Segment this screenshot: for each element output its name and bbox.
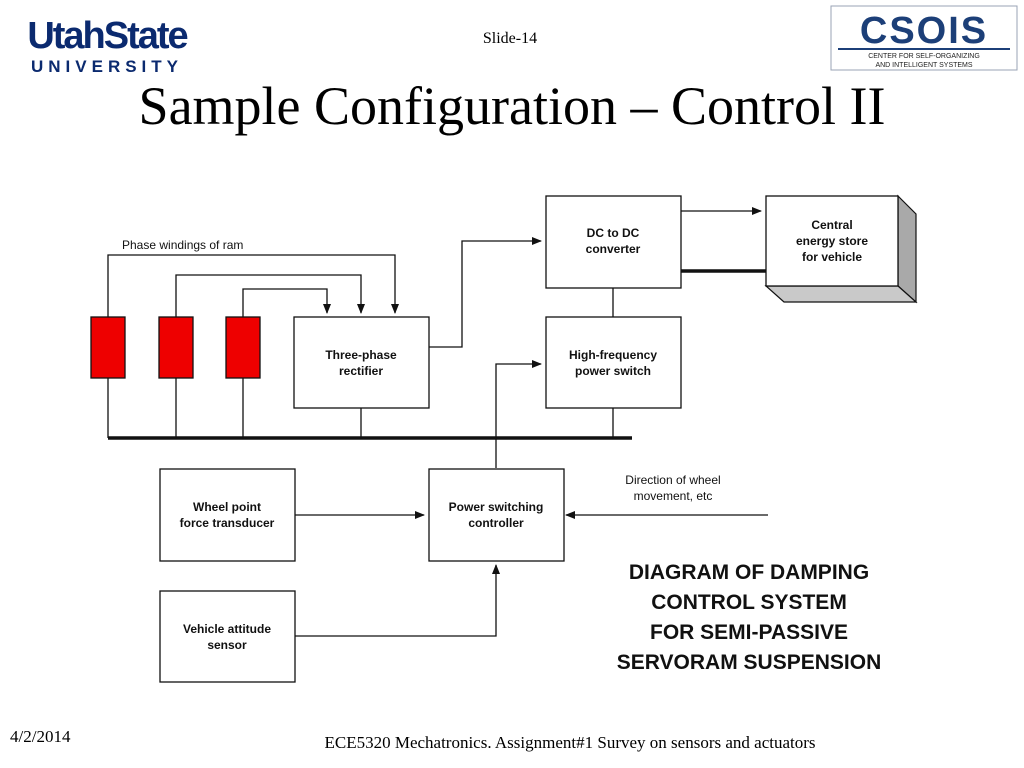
attitude-label-2: sensor [207,638,247,652]
rectifier-label-1: Three-phase [325,348,397,362]
phase-winding-1 [90,316,126,379]
winding-3-connector [242,288,331,317]
diagram-caption-1: DIAGRAM OF DAMPING [629,561,869,584]
transducer-label-2: force transducer [180,516,275,530]
hf-switch-block [545,316,682,409]
winding-2-connector [175,274,365,317]
slide-number: Slide-14 [482,30,538,47]
connector-lines [107,207,768,637]
energy-store-label-3: for vehicle [802,250,862,264]
slide-title: Sample Configuration – Control II [138,76,886,136]
energy-store-block: Central energy store for vehicle [764,194,918,304]
csois-logo: CSOIS CENTER FOR SELF-ORGANIZING AND INT… [830,5,1018,71]
diagram-caption-3: FOR SEMI-PASSIVE [650,621,848,644]
utah-state-university-logo: UtahState UNIVERSITY [27,15,189,76]
hf-switch-label-2: power switch [575,364,651,378]
direction-label-1: Direction of wheel [625,473,720,487]
diagram-caption-4: SERVORAM SUSPENSION [617,651,882,674]
phase-windings-label: Phase windings of ram [122,238,243,252]
winding-1-connector [107,254,399,317]
energy-store-label-1: Central [811,218,852,232]
footer-date: 4/2/2014 [10,727,71,746]
transducer-block [159,468,296,562]
rectifier-label-2: rectifier [339,364,383,378]
rectifier-block [293,316,430,409]
footer-course-text: ECE5320 Mechatronics. Assignment#1 Surve… [324,733,816,752]
phase-winding-3 [225,316,261,379]
usu-logo-line2: UNIVERSITY [31,57,183,76]
controller-to-switch-arrow [495,360,542,468]
dc-converter-block [545,195,682,289]
attitude-sensor-block [159,590,296,683]
rectifier-to-converter-arrow [429,237,542,348]
attitude-label-1: Vehicle attitude [183,622,271,636]
dc-converter-label-2: converter [586,242,641,256]
energy-store-label-2: energy store [796,234,868,248]
controller-label-1: Power switching [449,500,544,514]
diagram-caption-2: CONTROL SYSTEM [651,591,847,614]
controller-label-2: controller [468,516,524,530]
csois-logo-mark: CSOIS [860,10,988,52]
direction-label-2: movement, etc [634,489,713,503]
attitude-to-controller-arrow [295,564,500,637]
csois-logo-sub1: CENTER FOR SELF-ORGANIZING [868,53,980,60]
phase-winding-2 [158,316,194,379]
usu-logo-line1: UtahState [27,15,187,57]
transducer-label-1: Wheel point [193,500,261,514]
hf-switch-label-1: High-frequency [569,348,657,362]
csois-logo-sub2: AND INTELLIGENT SYSTEMS [875,62,972,69]
dc-converter-label-1: DC to DC [587,226,640,240]
controller-block [428,468,565,562]
